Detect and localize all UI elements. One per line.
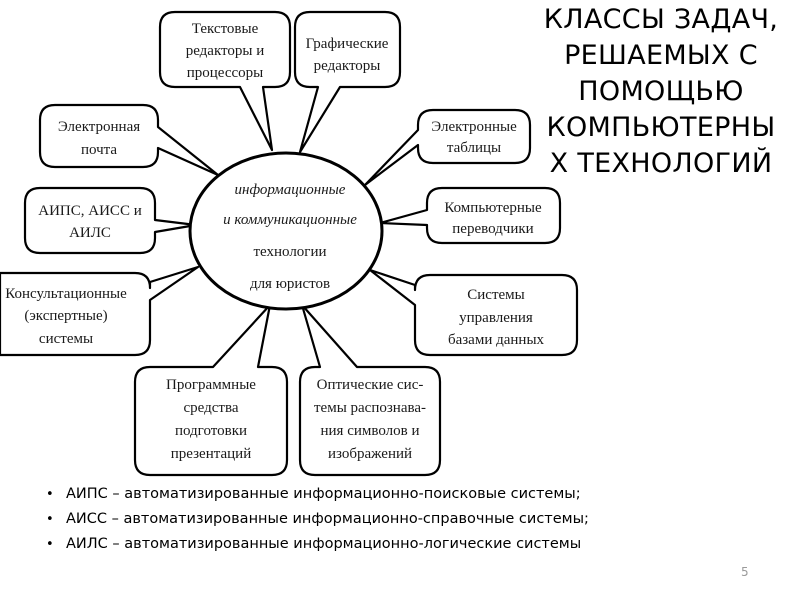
node-text: темы распознава- bbox=[314, 400, 426, 416]
legend-item: • АИСС – автоматизированные информационно… bbox=[46, 507, 589, 532]
slide-title: КЛАССЫ ЗАДАЧ, РЕШАЕМЫХ С ПОМОЩЬЮ КОМПЬЮТ… bbox=[522, 2, 800, 182]
node-graphic-editors: Графические редакторы bbox=[306, 36, 389, 74]
node-text: изображений bbox=[328, 446, 412, 462]
legend-item: • АИЛС – автоматизированные информационно… bbox=[46, 532, 589, 557]
legend-text: АИЛС – автоматизированные информационно-… bbox=[66, 536, 582, 552]
node-text: управления bbox=[459, 310, 533, 326]
node-text: таблицы bbox=[447, 140, 501, 156]
legend-item: • АИПС – автоматизированные информационно… bbox=[46, 482, 589, 507]
node-text: Оптические сис- bbox=[317, 377, 424, 393]
node-aips-aiss-ails: АИПС, АИСС и АИЛС bbox=[38, 203, 141, 241]
node-text: Графические bbox=[306, 36, 389, 52]
center-line-2: и коммуникационные bbox=[223, 212, 357, 228]
node-text: процессоры bbox=[187, 65, 263, 81]
bullet-icon: • bbox=[46, 537, 54, 552]
node-text: ния символов и bbox=[320, 423, 419, 439]
legend-text: АИСС – автоматизированные информационно-… bbox=[66, 511, 589, 527]
node-text: средства bbox=[183, 400, 238, 416]
node-dbms: Системы управления базами данных bbox=[448, 287, 545, 348]
node-text: подготовки bbox=[175, 423, 247, 439]
ict-diagram: информационные и коммуникационные технол… bbox=[0, 10, 579, 477]
title-line: РЕШАЕМЫХ С bbox=[564, 40, 758, 71]
center-line-1: информационные bbox=[235, 182, 346, 198]
node-text: переводчики bbox=[452, 221, 533, 237]
legend-text: АИПС – автоматизированные информационно-… bbox=[66, 486, 581, 502]
node-ocr-systems: Оптические сис- темы распознава- ния сим… bbox=[314, 377, 426, 462]
node-text: почта bbox=[81, 142, 117, 158]
node-dbms-shape bbox=[368, 268, 579, 357]
node-text: редакторы и bbox=[186, 43, 265, 59]
abbreviation-legend: • АИПС – автоматизированные информационно… bbox=[46, 482, 589, 557]
node-text: АИПС, АИСС и bbox=[38, 203, 141, 219]
node-text: базами данных bbox=[448, 332, 545, 348]
title-line: КЛАССЫ ЗАДАЧ, bbox=[543, 4, 779, 35]
title-line: ПОМОЩЬЮ bbox=[578, 76, 744, 107]
title-line: Х ТЕХНОЛОГИЙ bbox=[549, 148, 773, 179]
center-line-4: для юристов bbox=[250, 276, 330, 292]
node-spreadsheets: Электронные таблицы bbox=[431, 119, 517, 156]
node-email: Электронная почта bbox=[58, 119, 140, 158]
node-aips-shape bbox=[23, 186, 198, 255]
node-text: Системы bbox=[467, 287, 524, 303]
node-text: Программные bbox=[166, 377, 256, 393]
bullet-icon: • bbox=[46, 487, 54, 502]
node-text: презентаций bbox=[171, 446, 251, 462]
node-text: редакторы bbox=[314, 58, 381, 74]
center-line-3: технологии bbox=[253, 244, 326, 260]
node-text: системы bbox=[39, 331, 93, 347]
node-text: Компьютерные bbox=[444, 200, 542, 216]
node-translators: Компьютерные переводчики bbox=[444, 200, 542, 237]
title-line: КОМПЬЮТЕРНЫ bbox=[546, 112, 776, 143]
node-text: Электронная bbox=[58, 119, 140, 135]
center-ellipse bbox=[188, 151, 384, 311]
node-expert-systems-shape bbox=[0, 265, 200, 357]
node-presentation-software: Программные средства подготовки презента… bbox=[166, 377, 256, 462]
node-email-shape bbox=[38, 103, 220, 177]
node-spreadsheets-shape bbox=[363, 108, 532, 187]
node-graphic-editors-shape bbox=[293, 10, 402, 154]
page-number: 5 bbox=[741, 565, 749, 579]
node-text: (экспертные) bbox=[24, 308, 107, 324]
node-translators-shape bbox=[378, 186, 562, 245]
node-ocr-shape bbox=[298, 303, 442, 477]
node-text: Текстовые bbox=[192, 21, 259, 37]
node-text-editors: Текстовые редакторы и процессоры bbox=[186, 21, 265, 81]
bullet-icon: • bbox=[46, 512, 54, 527]
node-expert-systems: Консультационные (экспертные) системы bbox=[5, 286, 127, 347]
node-text: АИЛС bbox=[69, 225, 111, 241]
node-text-editors-shape bbox=[158, 10, 292, 152]
node-text: Электронные bbox=[431, 119, 517, 135]
node-presentation-shape bbox=[133, 303, 289, 477]
node-text: Консультационные bbox=[5, 286, 127, 302]
